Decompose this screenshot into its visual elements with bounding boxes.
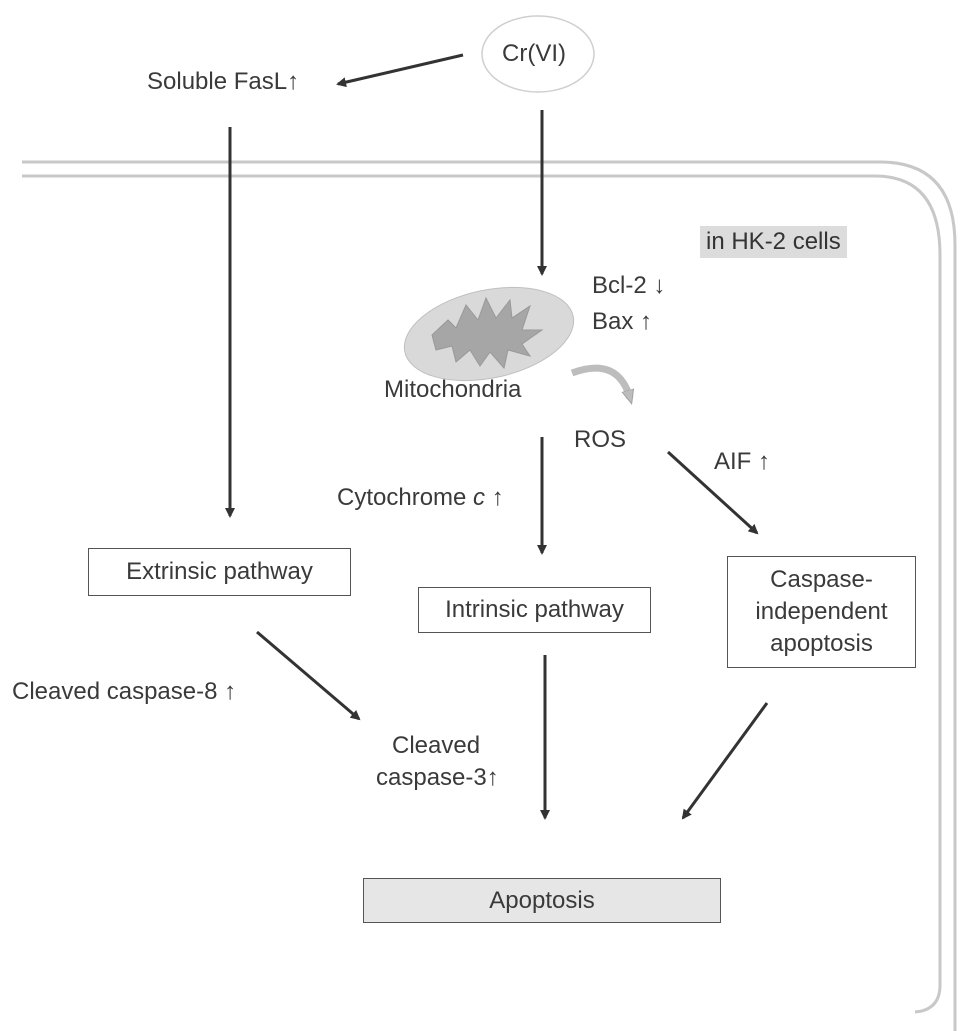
arrow-mito-to-ros (570, 364, 630, 398)
caspase3-line-1: Cleaved (392, 732, 481, 759)
caspase3-line-2: caspase-3↑ (376, 764, 499, 791)
arrow-crvi-to-fasl (336, 53, 464, 88)
caspase-independent-line-1: Caspase- (770, 566, 873, 593)
bcl2-label: Bcl-2 ↓ (592, 272, 666, 299)
mitochondria-icon (403, 286, 575, 382)
cytochrome-prefix: Cytochrome (337, 484, 474, 511)
caspase-independent-apoptosis-box: Caspase- independent apoptosis (727, 556, 916, 668)
crvi-ellipse (481, 15, 595, 93)
cell-type-label: in HK-2 cells (700, 226, 847, 258)
arrow-extrinsic-to-caspase3 (256, 630, 361, 721)
mitochondria-label: Mitochondria (384, 376, 522, 403)
caspase-independent-line-2: independent (755, 598, 888, 625)
extrinsic-pathway-box: Extrinsic pathway (88, 548, 351, 596)
cytochrome-suffix: ↑ (485, 484, 504, 511)
cytochrome-c-italic: c (473, 484, 486, 511)
cell-membrane-outer (22, 160, 957, 1031)
ros-label: ROS (574, 426, 627, 453)
crvi-label: Cr(VI) (502, 40, 566, 67)
aif-label: AIF ↑ (714, 448, 771, 475)
apoptosis-box: Apoptosis (363, 878, 721, 923)
caspase-independent-line-3: apoptosis (770, 630, 873, 657)
soluble-fasl-label: Soluble FasL↑ (147, 68, 300, 95)
arrow-ros-to-caspase-independent (666, 450, 759, 535)
cleaved-caspase8-label: Cleaved caspase-8 ↑ (12, 678, 237, 705)
cell-membrane-inner (22, 174, 942, 1014)
cleaved-caspase3-label: Cleaved caspase-3↑ (376, 730, 499, 794)
cytochrome-c-label: Cytochrome c ↑ (337, 484, 504, 512)
bax-label: Bax ↑ (592, 308, 653, 335)
intrinsic-pathway-box: Intrinsic pathway (418, 587, 651, 633)
arrow-caspase-independent-to-apoptosis (681, 702, 769, 820)
